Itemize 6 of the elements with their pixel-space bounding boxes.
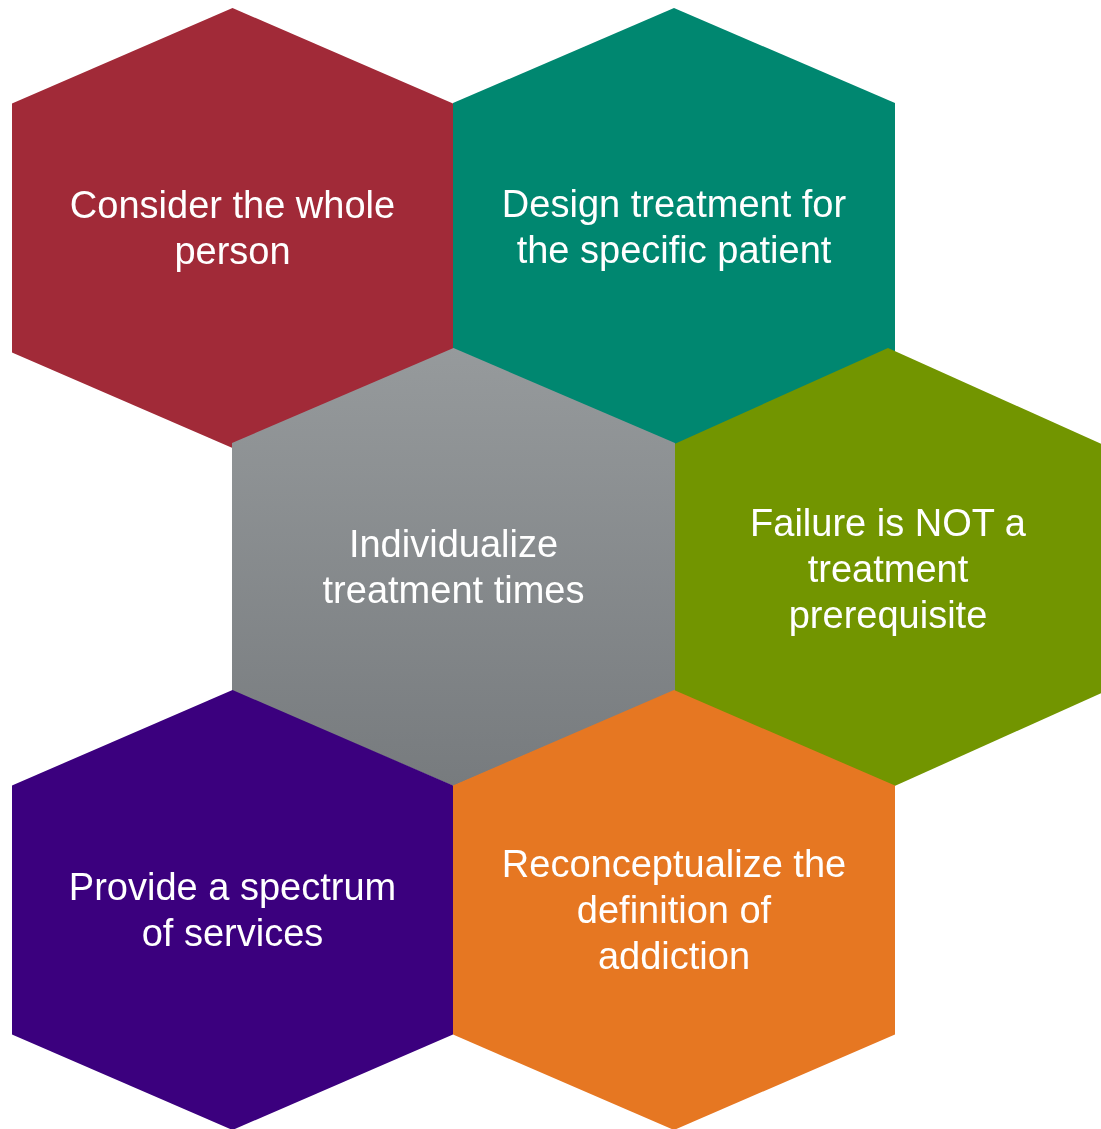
hexagon-label: Failure is NOT a treatment prerequisite: [749, 500, 1027, 638]
hexagon-label: Provide a spectrum of services: [67, 865, 398, 956]
hexagon-label: Individualize treatment times: [321, 522, 586, 613]
hexagon-label: Reconceptualize the definition of addiction: [500, 842, 848, 979]
hexagon-label: Consider the whole person: [68, 183, 397, 274]
hexagon-label: Design treatment for the specific patient: [500, 182, 848, 273]
